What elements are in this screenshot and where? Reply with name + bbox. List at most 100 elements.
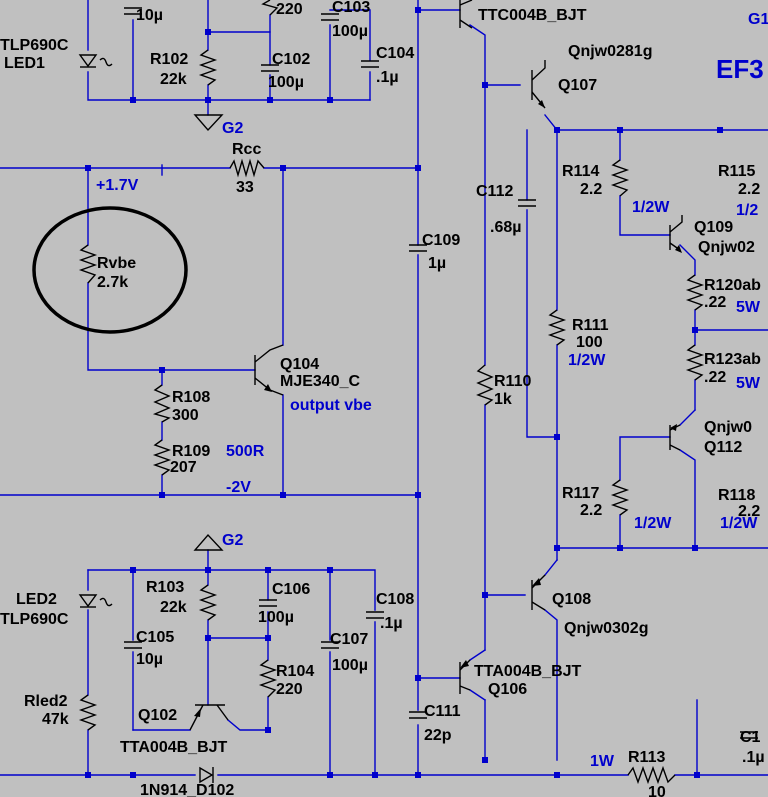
resistor-r109 (152, 439, 172, 476)
label-r117-name: R117 (562, 485, 599, 502)
label-r102-name: R102 (150, 51, 188, 68)
diode-d102 (199, 766, 214, 784)
resistor-r101 (261, 0, 279, 16)
label-r120-name: R120ab (704, 277, 761, 294)
label-c109-val: 1µ (428, 255, 446, 272)
label-half-w1: 1/2W (632, 199, 670, 216)
transistor-q107 (531, 60, 546, 109)
label-c104-name: C104 (376, 45, 414, 62)
label-r104-name: R104 (276, 663, 314, 680)
label-r104-val: 220 (276, 681, 303, 698)
label-r113-val: 10 (648, 784, 666, 797)
highlight-circle (32, 206, 188, 334)
resistor-r103 (198, 584, 218, 621)
label-rled2-name: Rled2 (24, 693, 68, 710)
label-q105-part: TTC004B_BJT (478, 7, 587, 24)
label-c109-name: C109 (422, 232, 460, 249)
label-c1-partial-val: .1µ (742, 749, 765, 766)
label-rvbe-val: 2.7k (97, 274, 128, 291)
label-led2-part: TLP690C (0, 611, 69, 628)
label-g2-top: G2 (222, 120, 243, 137)
capacitor-c1-partial (740, 731, 758, 739)
label-c107-name: C107 (330, 631, 368, 648)
label-r108-name: R108 (172, 389, 210, 406)
label-r120-val: .22 (704, 294, 726, 311)
label-ef3: EF3 (716, 54, 764, 84)
resistor-r114 (610, 159, 630, 197)
label-c104-val: .1µ (376, 69, 399, 86)
label-c106-name: C106 (272, 581, 310, 598)
label-c105-val: 10µ (136, 651, 163, 668)
label-g1-top: G1 (748, 11, 768, 28)
label-q107-part: Qnjw0281g (568, 43, 652, 60)
label-r103-name: R103 (146, 579, 184, 596)
label-r117-val: 2.2 (580, 502, 602, 519)
label-c111-name: C111 (424, 703, 461, 720)
label-r118-name: R118 (718, 487, 755, 504)
label-r111-pw: 1/2W (568, 352, 606, 369)
label-c1-partial: C1 (740, 729, 761, 746)
resistor-r123 (685, 344, 705, 381)
label-q108-part: Qnjw0302g (564, 620, 648, 637)
transistor-q102 (189, 704, 229, 731)
components (32, 0, 758, 785)
label-r123-name: R123ab (704, 351, 761, 368)
label-q106-part: TTA004B_BJT (474, 663, 582, 680)
label-d102-name: 1N914_D102 (140, 782, 234, 797)
led1-symbol (78, 54, 113, 68)
capacitor-c112 (518, 199, 536, 207)
capacitor-c102 (261, 64, 279, 72)
label-r114-val: 2.2 (580, 181, 602, 198)
label-c112-val: .68µ (490, 219, 521, 236)
label-r111-name: R111 (572, 317, 609, 334)
label-c105-name: C105 (136, 629, 174, 646)
label-led1-name: LED1 (4, 55, 45, 72)
label-v-minus: -2V (226, 479, 251, 496)
capacitor-c104 (361, 60, 379, 68)
label-c101-val: 10µ (136, 7, 163, 24)
label-rvbe-name: Rvbe (97, 255, 136, 272)
capacitor-c101 (124, 7, 142, 15)
label-r114-name: R114 (562, 163, 599, 180)
label-out-vbe: output vbe (290, 397, 372, 414)
capacitor-c109 (409, 244, 427, 252)
label-g2-mid: G2 (222, 532, 243, 549)
label-r109-val: 207 (170, 459, 197, 476)
label-r110-name: R110 (494, 373, 531, 390)
capacitor-c105 (124, 641, 142, 649)
label-r500: 500R (226, 443, 265, 460)
ground-g2-top (193, 114, 224, 132)
label-q109-part: Qnjw02 (698, 239, 755, 256)
label-r101-val: 220 (276, 1, 303, 18)
label-w5-a: 5W (736, 299, 761, 316)
label-c103-name: C103 (332, 0, 370, 16)
label-r115-val: 2.2 (738, 181, 760, 198)
resistor-r113 (627, 765, 676, 785)
label-c107-val: 100µ (332, 657, 368, 674)
label-half-w2b: 1/2W (720, 515, 758, 532)
resistor-r104 (258, 659, 278, 698)
label-r118-val: 2.2 (738, 503, 760, 520)
label-r109-name: R109 (172, 443, 210, 460)
label-r108-val: 300 (172, 407, 199, 424)
junctions (85, 7, 723, 778)
label-c111-val: 22p (424, 727, 452, 744)
label-c108-name: C108 (376, 591, 414, 608)
label-rled2-val: 47k (42, 711, 69, 728)
wires (0, 0, 768, 776)
label-v-plus: +1.7V (96, 177, 139, 194)
capacitor-c107 (321, 641, 339, 649)
capacitor-c108 (366, 611, 384, 619)
label-q104-part: MJE340_C (280, 373, 360, 390)
label-one-w: 1W (590, 753, 615, 770)
label-r113-name: R113 (628, 749, 665, 766)
led2-symbol (78, 594, 113, 608)
label-q112-part: Qnjw0 (704, 419, 752, 436)
label-half-w2: 1/2W (634, 515, 672, 532)
label-q104-name: Q104 (280, 356, 319, 373)
capacitor-c111 (409, 711, 427, 719)
label-c102-name: C102 (272, 51, 310, 68)
label-q106-name: Q106 (488, 681, 527, 698)
label-led1-part: TLP690C (0, 37, 69, 54)
